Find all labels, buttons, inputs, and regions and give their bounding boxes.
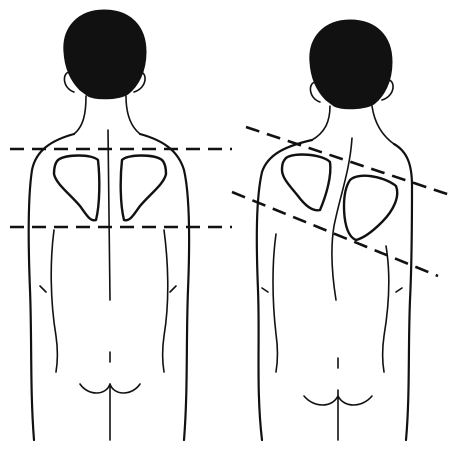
left-arm-right: [163, 230, 168, 372]
right-arm-left: [273, 234, 278, 372]
left-elbow-right: [170, 286, 176, 292]
right-head-hair: [310, 20, 392, 109]
right-elbow-left: [262, 288, 268, 292]
right-shoulder-blade-right: [344, 176, 397, 240]
left-elbow-left: [40, 286, 46, 292]
left-shoulder-blade-left: [54, 156, 99, 221]
left-head-hair: [64, 10, 146, 99]
right-neck: [312, 106, 394, 144]
left-neck: [74, 96, 140, 134]
left-arm-left: [51, 230, 57, 372]
left-spine-line: [108, 130, 110, 300]
right-shoulder-blade-left: [282, 155, 330, 211]
left-shoulder-blade-right: [121, 156, 166, 221]
right-arm-right: [383, 246, 389, 372]
right-elbow-right: [396, 288, 402, 292]
right-figure: [232, 20, 450, 440]
left-figure: [10, 10, 232, 440]
right-scapula-tilt-line: [232, 192, 438, 276]
